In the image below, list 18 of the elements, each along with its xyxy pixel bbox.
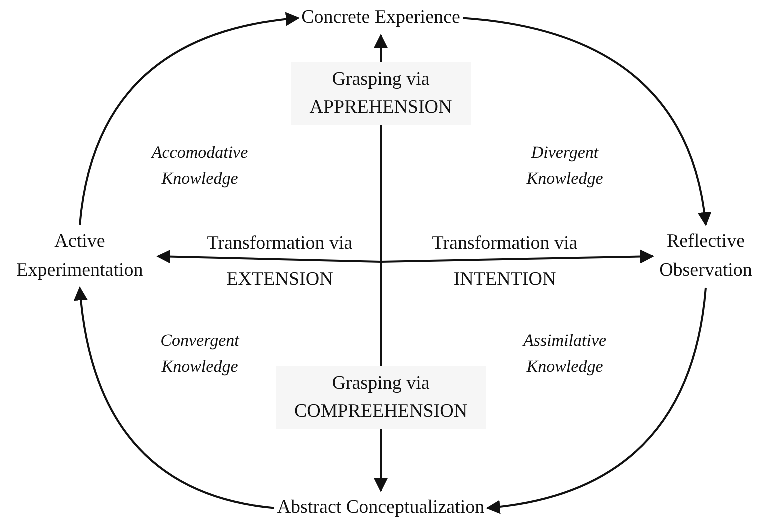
edge-label: Grasping via COMPREEHENSION [276, 366, 486, 430]
arrow [380, 250, 654, 264]
stage-label: Concrete Experience [302, 6, 460, 30]
arrow [74, 286, 274, 510]
stage-label: Abstract Conceptualization [277, 496, 485, 520]
arrow [79, 12, 300, 226]
edge-label: Transformation via EXTENSION [206, 232, 354, 292]
quadrant-label: Assimilative Knowledge [522, 330, 608, 378]
edge-label: Grasping via APPREHENSION [291, 62, 471, 126]
quadrant-label: Divergent Knowledge [526, 142, 604, 190]
arrow [156, 250, 382, 264]
arrow [486, 288, 707, 514]
stage-label: Active Experimentation [16, 230, 144, 282]
arrow [463, 17, 712, 226]
quadrant-label: Accomodative Knowledge [150, 142, 250, 190]
edge-label: Transformation via INTENTION [431, 232, 579, 292]
quadrant-label: Convergent Knowledge [160, 330, 241, 378]
stage-label: Reflective Observation [658, 230, 754, 282]
